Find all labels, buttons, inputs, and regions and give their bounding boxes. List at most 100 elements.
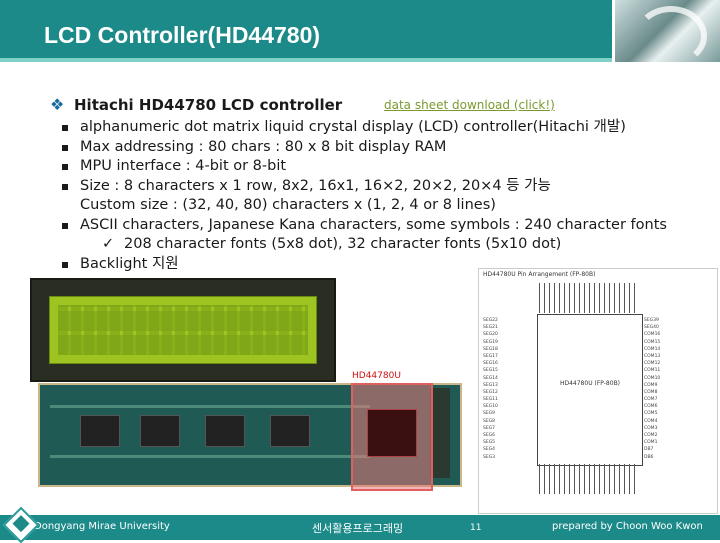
- pin-diagram-top-pins: [539, 283, 639, 313]
- square-bullet-icon: [62, 183, 68, 190]
- list-item-text: alphanumeric dot matrix liquid crystal d…: [80, 119, 626, 135]
- lcd-character-grid: [58, 305, 308, 355]
- pin-label: SEG16: [483, 361, 498, 367]
- list-item-text: Size : 8 characters x 1 row, 8x2, 16x1, …: [80, 177, 551, 194]
- list-item-text: MPU interface : 4-bit or 8-bit: [80, 158, 287, 174]
- pin-label: COM7: [644, 397, 658, 403]
- list-item-text: Custom size : (32, 40, 80) characters x …: [80, 197, 496, 213]
- pin-label: DB7: [644, 447, 654, 453]
- list-item: MPU interface : 4-bit or 8-bit: [62, 157, 702, 177]
- pin-label: COM4: [644, 418, 658, 424]
- pin-diagram-title: HD44780U Pin Arrangement (FP-80B): [483, 271, 596, 278]
- pcb-chip: [140, 415, 180, 447]
- lcd-screen: [49, 296, 317, 364]
- pcb-trace: [50, 455, 370, 458]
- header-separator: [612, 0, 615, 62]
- list-item: Size : 8 characters x 1 row, 8x2, 16x1, …: [62, 177, 702, 197]
- pin-label: COM1: [644, 440, 658, 446]
- lcd-module-photo: [30, 278, 336, 382]
- footer-author: prepared by Choon Woo Kwon: [552, 521, 703, 532]
- pin-label: SEG9: [483, 411, 496, 417]
- pin-label: SEG10: [483, 404, 498, 410]
- pin-label: COM9: [644, 382, 658, 388]
- square-bullet-icon: [62, 261, 68, 268]
- slide-header: LCD Controller(HD44780): [0, 0, 720, 66]
- pin-label: SEG21: [483, 325, 498, 331]
- square-bullet-icon: [62, 125, 68, 131]
- pin-label: DB6: [644, 454, 654, 460]
- slide-title: LCD Controller(HD44780): [44, 22, 321, 48]
- diamond-bullet-icon: ❖: [50, 95, 65, 114]
- pin-label: COM2: [644, 433, 658, 438]
- pin-diagram-chip-label: HD44780U (FP-80B): [559, 380, 621, 387]
- list-item-text: Max addressing : 80 chars : 80 x 8 bit d…: [80, 138, 447, 155]
- pin-label: SEG14: [483, 375, 498, 381]
- list-item: Max addressing : 80 chars : 80 x 8 bit d…: [62, 138, 702, 158]
- footer-university: Dongyang Mirae University: [34, 521, 170, 532]
- pin-label: SEG17: [483, 353, 498, 359]
- square-bullet-icon: [62, 144, 68, 151]
- pin-label: SEG40: [644, 325, 659, 331]
- pin-diagram-chip: HD44780U (FP-80B): [537, 314, 643, 466]
- swoosh-icon: [635, 6, 707, 66]
- pin-label: COM8: [644, 389, 658, 395]
- pin-label: SEG3: [483, 454, 496, 460]
- pin-label: SEG13: [483, 382, 498, 388]
- pin-label: SEG5: [483, 440, 496, 446]
- slide-footer: Dongyang Mirae University 센서활용프로그래밍 11 p…: [0, 515, 720, 540]
- pin-label: SEG4: [483, 447, 496, 453]
- list-item-text: Backlight 지원: [80, 255, 179, 272]
- footer-page-number: 11: [470, 523, 482, 533]
- pcb-chip: [270, 415, 310, 447]
- pin-label: SEG6: [483, 433, 496, 438]
- bullet-list: alphanumeric dot matrix liquid crystal d…: [62, 118, 702, 274]
- checkmark-icon: ✓: [102, 236, 115, 252]
- square-bullet-icon: [62, 164, 68, 170]
- square-bullet-icon: [62, 222, 68, 229]
- list-item: ✓ 208 character fonts (5x8 dot), 32 chara…: [62, 235, 702, 255]
- pin-diagram-bottom-pins: [539, 464, 639, 494]
- pin-label: SEG20: [483, 332, 498, 338]
- pin-label: SEG22: [483, 318, 498, 323]
- pin-label: COM14: [644, 346, 661, 352]
- pin-label: COM10: [644, 375, 661, 381]
- pin-arrangement-diagram: HD44780U Pin Arrangement (FP-80B) HD4478…: [478, 268, 718, 514]
- list-item: ASCII characters, Japanese Kana characte…: [62, 216, 702, 236]
- datasheet-download-link[interactable]: data sheet download (click!): [384, 98, 555, 112]
- pin-label: SEG11: [483, 397, 498, 403]
- pin-label: COM13: [644, 353, 661, 359]
- main-heading: Hitachi HD44780 LCD controller: [74, 96, 343, 114]
- header-logo-image: [615, 0, 720, 66]
- pin-label: COM5: [644, 411, 658, 417]
- pcb-trace: [50, 405, 370, 408]
- hd44780-chip: [367, 409, 417, 457]
- pcb-chip: [205, 415, 245, 447]
- list-item: alphanumeric dot matrix liquid crystal d…: [62, 118, 702, 138]
- pin-label: COM11: [644, 368, 661, 374]
- list-item: Custom size : (32, 40, 80) characters x …: [62, 196, 702, 216]
- list-item: Backlight 지원: [62, 255, 702, 275]
- pin-label: SEG19: [483, 339, 498, 345]
- pcb-connector: [430, 388, 450, 478]
- chip-highlight-box: [351, 383, 433, 491]
- pin-label: COM3: [644, 425, 658, 431]
- pin-label: SEG18: [483, 346, 498, 352]
- footer-logo-inner: [12, 515, 30, 533]
- header-accent-line: [0, 58, 720, 62]
- pin-label: SEG39: [644, 318, 659, 323]
- chip-highlight-label: HD44780U: [352, 371, 401, 381]
- pin-label: COM6: [644, 404, 658, 410]
- pin-label: SEG15: [483, 368, 498, 374]
- pin-label: SEG8: [483, 418, 496, 424]
- footer-course: 센서활용프로그래밍: [312, 522, 404, 535]
- pin-label: SEG7: [483, 425, 496, 431]
- pin-label: SEG12: [483, 389, 498, 395]
- list-item-text: ASCII characters, Japanese Kana characte…: [80, 216, 667, 233]
- pcb-chip: [80, 415, 120, 447]
- list-item-text: 208 character fonts (5x8 dot), 32 charac…: [124, 236, 562, 252]
- pin-label: COM15: [644, 339, 661, 345]
- pin-label: COM12: [644, 361, 661, 367]
- pin-label: COM16: [644, 332, 661, 338]
